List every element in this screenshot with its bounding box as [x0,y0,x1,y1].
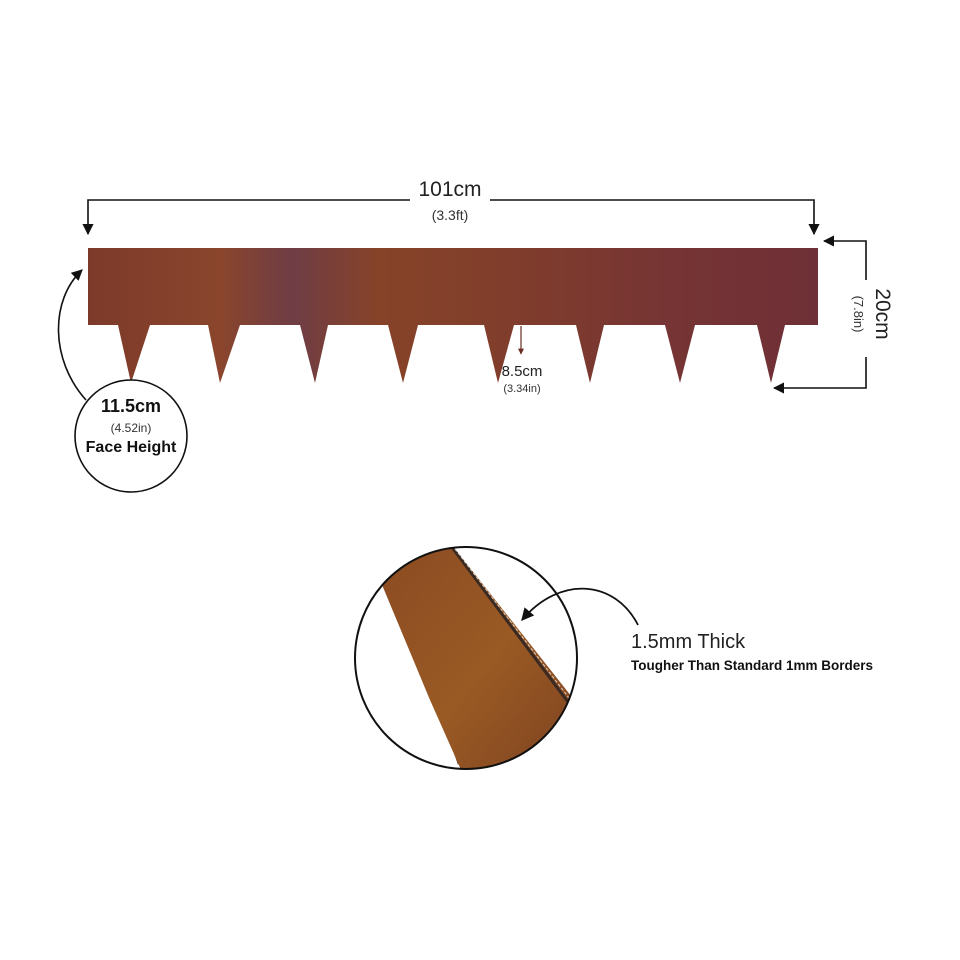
face-height-alt: (4.52in) [110,421,152,435]
spike-alt: (3.34in) [503,383,541,395]
length-dimension [82,199,820,236]
height-value-wrap: 20cm [870,274,894,354]
thickness-zoom-circle [354,546,639,770]
length-alt: (3.3ft) [431,207,469,223]
face-height-value: 11.5cm [100,396,162,416]
height-alt-wrap: (7.8in) [849,274,867,354]
height-dimension [772,235,867,394]
thickness-subtitle: Tougher Than Standard 1mm Borders [631,658,874,673]
face-height-callout [57,269,188,493]
height-alt: (7.8in) [851,295,866,333]
face-height-label: Face Height [85,439,177,456]
spike-value: 8.5cm [501,363,543,380]
edging-strip [88,248,818,383]
height-value: 20cm [871,288,894,340]
thickness-title: 1.5mm Thick [631,631,746,653]
length-value: 101cm [418,178,482,201]
